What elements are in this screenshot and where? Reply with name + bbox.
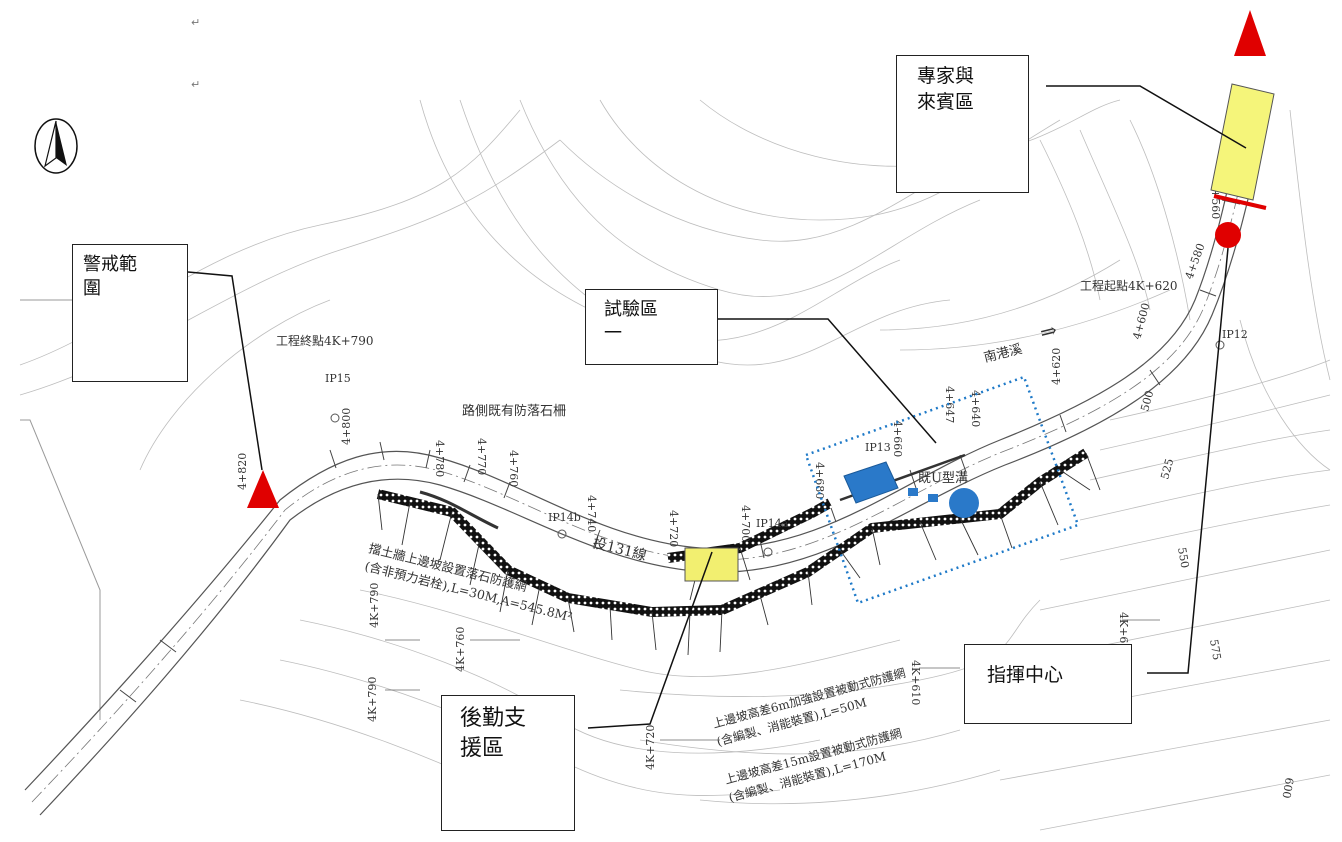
command-center-label: 指揮中心 <box>987 664 1064 686</box>
station-4-760: 4+760 <box>507 450 520 487</box>
chainage-4k790-b: 4K+790 <box>366 677 379 722</box>
paragraph-mark: ↵ <box>191 16 201 29</box>
station-4-647: 4+647 <box>943 386 956 423</box>
elevation-525: 525 <box>1158 457 1176 481</box>
station-4-800: 4+800 <box>340 408 353 445</box>
warning-triangle-icon <box>1234 10 1266 56</box>
rockfall-fence-label: 路側既有防落石柵 <box>462 403 566 419</box>
road-name-label: 投131線 <box>591 535 648 564</box>
station-4-820: 4+820 <box>236 453 249 490</box>
warning-zone-label: 警戒範 圍 <box>83 254 137 300</box>
ip14a-label: IP14a <box>756 517 789 530</box>
station-4-780: 4+780 <box>433 440 446 477</box>
ditch-label: 既U型溝 <box>918 471 968 486</box>
command-center-marker-icon <box>1215 222 1241 248</box>
north-arrow-icon <box>34 118 78 174</box>
ip12-label: IP12 <box>1222 328 1248 341</box>
vip-zone-barrier <box>1213 194 1267 210</box>
river-arrow: ⇒ <box>1037 317 1059 344</box>
chainage-4k610: 4K+610 <box>909 660 922 705</box>
station-4-620: 4+620 <box>1050 348 1063 385</box>
station-4-600: 4+600 <box>1130 301 1152 340</box>
station-4-700: 4+700 <box>739 505 752 542</box>
project-end-label: 工程終點4K+790 <box>276 333 374 348</box>
ip14b-label: IP14b <box>548 511 581 524</box>
vip-zone-label: 專家與 來賓區 <box>917 65 975 113</box>
station-4-720: 4+720 <box>667 510 680 547</box>
station-4-740: 4+740 <box>585 495 598 532</box>
project-start-label: 工程起點4K+620 <box>1080 278 1178 293</box>
chainage-4k790-a: 4K+790 <box>368 583 381 628</box>
elevation-500: 500 <box>1138 389 1156 413</box>
existing-rockfall-fence <box>419 490 499 530</box>
warning-triangle-icon <box>247 470 279 508</box>
warning-zone-callout: 警戒範 圍 <box>72 244 188 382</box>
ip15-label: IP15 <box>325 372 351 385</box>
station-4-680: 4+680 <box>813 462 826 499</box>
test-zone-markers <box>884 480 979 518</box>
test-zone-label: 試驗區 一 <box>604 299 658 345</box>
station-4-660: 4+660 <box>891 420 904 457</box>
elevation-550: 550 <box>1175 546 1191 569</box>
elevation-575: 575 <box>1207 638 1223 661</box>
ip13-label: IP13 <box>865 441 891 454</box>
chainage-4k760: 4K+760 <box>454 627 467 672</box>
command-center-callout: 指揮中心 <box>964 644 1132 724</box>
paragraph-mark: ↵ <box>191 78 201 91</box>
station-4-770: 4+770 <box>475 438 488 475</box>
support-zone-callout: 後勤支 援區 <box>441 695 575 831</box>
callout-leaders <box>187 85 1247 729</box>
parcel-lines <box>20 299 101 720</box>
river-label: 南港溪 <box>982 341 1024 366</box>
vip-zone-block <box>1210 83 1275 201</box>
chainage-4k720: 4K+720 <box>644 725 657 770</box>
test-zone-callout: 試驗區 一 <box>585 289 718 365</box>
elevation-600: 600 <box>1279 776 1295 799</box>
contour-lines <box>19 99 1331 831</box>
support-zone-label: 後勤支 援區 <box>460 706 527 761</box>
station-4-640: 4+640 <box>969 390 982 427</box>
test-zone-block <box>843 461 899 504</box>
vip-zone-callout: 專家與 來賓區 <box>896 55 1029 193</box>
dimension-leaders <box>385 619 1160 741</box>
